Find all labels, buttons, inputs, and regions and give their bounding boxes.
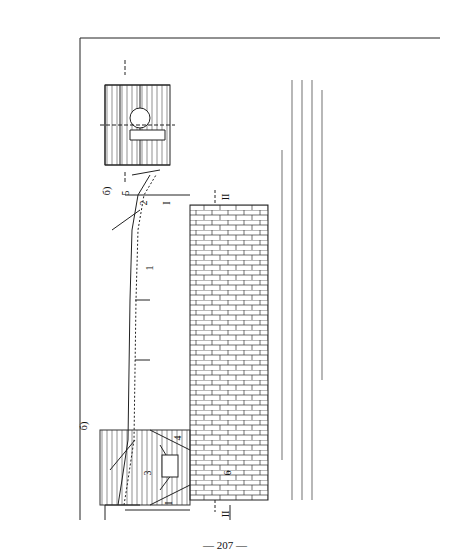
- callout-number: б): [102, 187, 112, 195]
- callout-number: 1: [145, 266, 155, 271]
- callout-number: б): [79, 422, 89, 430]
- callout-number: II: [221, 511, 231, 518]
- callout-number: 3: [143, 471, 153, 476]
- callout-number: 5: [121, 191, 131, 196]
- callout-number: II: [221, 194, 231, 201]
- page-number: — 207 —: [203, 540, 247, 551]
- callout-number: I: [164, 501, 174, 504]
- callout-number: 4: [173, 436, 183, 441]
- callout-number: 6: [223, 471, 233, 476]
- callout-number: I: [162, 201, 172, 204]
- callout-number: 2: [139, 201, 149, 206]
